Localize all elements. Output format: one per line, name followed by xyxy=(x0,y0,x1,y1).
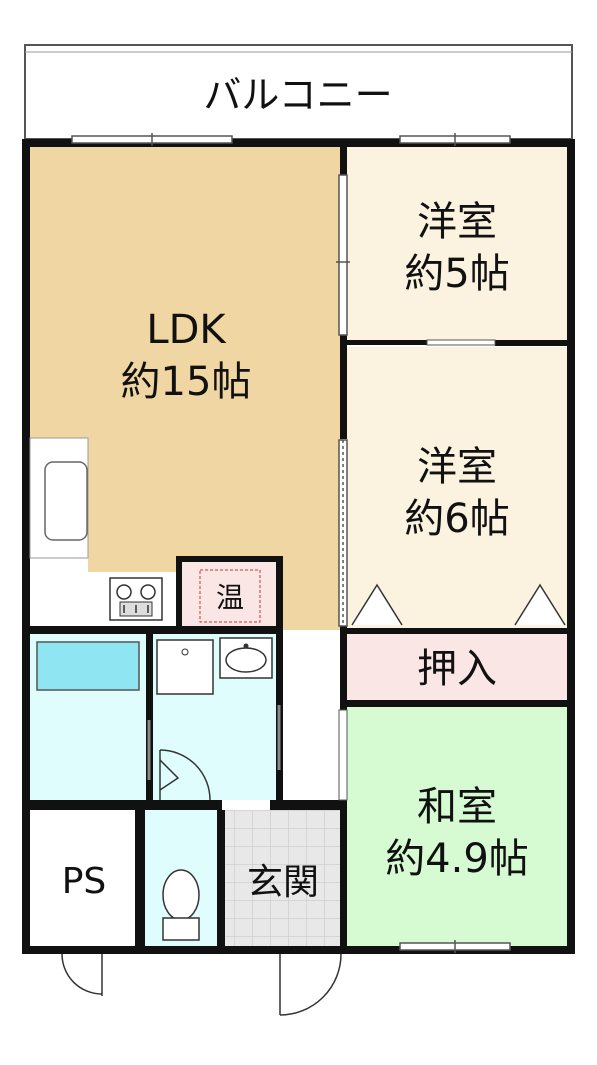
japanese-room xyxy=(347,707,568,947)
water-heater-room xyxy=(182,560,282,630)
toilet-icon xyxy=(162,869,200,941)
entrance-door xyxy=(279,953,342,1016)
ldk-size: 約15帖 xyxy=(121,359,252,405)
water-heater-icon xyxy=(199,569,261,623)
washroom-door xyxy=(159,749,211,801)
kitchen-counter xyxy=(29,437,89,559)
balcony-label: バルコニー xyxy=(203,73,392,117)
japanese-room-label: 和室 xyxy=(417,784,497,830)
western-room-2 xyxy=(347,347,568,630)
washing-machine-icon xyxy=(156,639,214,695)
balcony xyxy=(24,44,573,140)
ps-door xyxy=(61,953,103,996)
western-room-1 xyxy=(347,146,568,340)
western-room-1-size: 約5帖 xyxy=(404,251,509,297)
water-heater-label: 温 xyxy=(216,581,244,614)
western-room-1-label: 洋室 xyxy=(417,199,497,245)
entrance xyxy=(225,810,342,946)
windows xyxy=(71,133,511,953)
western-room-2-label: 洋室 xyxy=(417,444,497,490)
stove-icon xyxy=(109,577,163,621)
closet xyxy=(347,634,568,702)
western-room-2-size: 約6帖 xyxy=(404,496,509,542)
ps-label: PS xyxy=(62,861,107,902)
ps-closet xyxy=(30,810,135,946)
sliding-door-western xyxy=(426,339,496,346)
closet-door-marks xyxy=(351,583,566,626)
bathtub-icon xyxy=(36,641,140,691)
closet-label: 押入 xyxy=(417,646,497,692)
sliding-door-ldk xyxy=(338,439,348,627)
entrance-label: 玄関 xyxy=(247,862,319,903)
ldk-label: LDK xyxy=(146,307,227,353)
sliding-door-japanese xyxy=(338,709,348,801)
japanese-room-size: 約4.9帖 xyxy=(385,836,529,882)
sink-icon xyxy=(219,637,273,679)
